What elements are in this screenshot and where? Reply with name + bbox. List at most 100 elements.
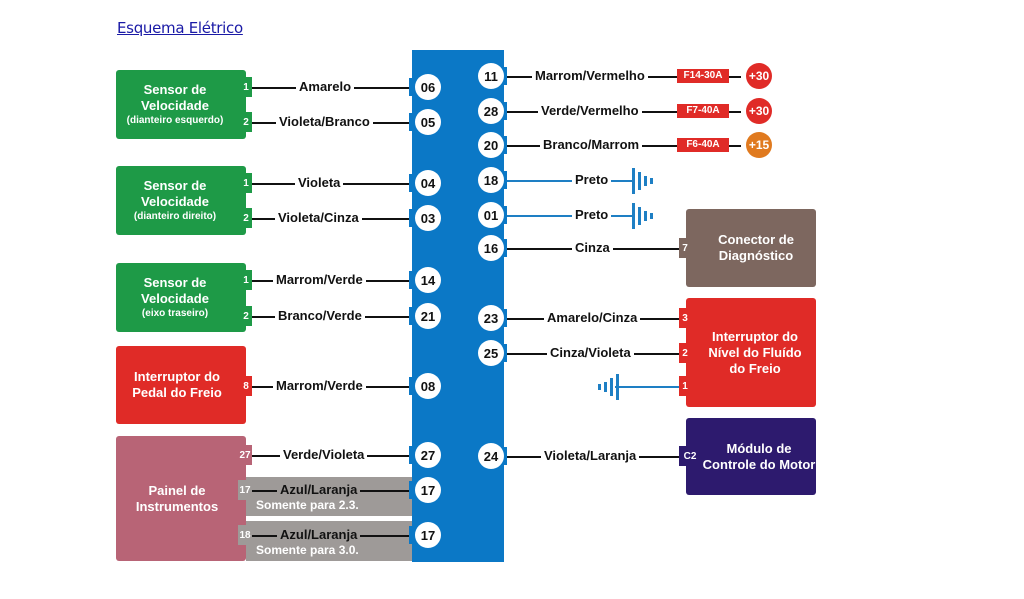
wire-label: Preto [572, 172, 612, 188]
pin-notch [409, 481, 415, 499]
pin-notch [409, 377, 415, 395]
pin-label: 3 [679, 308, 691, 328]
component-subtitle: (dianteiro esquerdo) [126, 114, 224, 126]
supply-terminal: +15 [746, 132, 772, 158]
speed-sensor-front-left: Sensor de Velocidade (dianteiro esquerdo… [116, 70, 246, 139]
speed-sensor-front-right: Sensor de Velocidade (dianteiro direito) [116, 166, 246, 235]
connector-pin: 28 [478, 98, 504, 124]
schematic-title-link[interactable]: Esquema Elétrico [117, 19, 243, 37]
wire-label: Verde/Violeta [280, 447, 368, 463]
wire-label: Marrom/Verde [273, 378, 366, 394]
connector-pin: 04 [415, 170, 441, 196]
wire-label: Marrom/Verde [273, 272, 366, 288]
ground-icon [632, 203, 653, 229]
pin-notch [409, 209, 415, 227]
wire [729, 145, 741, 147]
pin-label: 18 [238, 525, 252, 545]
wire-label: Cinza [572, 240, 613, 256]
wire-label: Violeta/Cinza [275, 210, 362, 226]
component-subtitle: (dianteiro direito) [133, 210, 217, 222]
pin-notch [501, 239, 507, 257]
pin-notch [501, 206, 507, 224]
connector-pin: 03 [415, 205, 441, 231]
instrument-panel: Painel de Instrumentos [116, 436, 246, 561]
supply-terminal: +30 [746, 98, 772, 124]
wire-note: Somente para 2.3. [256, 498, 359, 512]
component-name: Sensor de Velocidade [141, 81, 209, 113]
connector-pin: 25 [478, 340, 504, 366]
connector-pin: 20 [478, 132, 504, 158]
pin-label: 27 [238, 445, 252, 465]
component-name: Interruptor do Pedal do Freio [132, 369, 222, 400]
connector-pin: 24 [478, 443, 504, 469]
fuse-label: F7-40A [677, 104, 729, 118]
wire-label: Branco/Marrom [540, 137, 643, 153]
pin-label: 17 [238, 480, 252, 500]
pin-notch [501, 344, 507, 362]
wire [507, 215, 633, 217]
pin-label: 1 [240, 270, 252, 290]
component-subtitle: (eixo traseiro) [141, 307, 209, 319]
pin-label: 2 [240, 306, 252, 326]
wire-label: Verde/Vermelho [538, 103, 642, 119]
connector-pin: 27 [415, 442, 441, 468]
wire-label: Marrom/Vermelho [532, 68, 648, 84]
ground-icon [598, 374, 619, 400]
wire [729, 76, 741, 78]
fuse-label: F14-30A [677, 69, 729, 83]
component-name: Sensor de Velocidade [141, 177, 209, 209]
pin-notch [501, 309, 507, 327]
pin-label: 1 [240, 173, 252, 193]
diagnostic-connector: Conector de Diagnóstico [686, 209, 816, 287]
brake-pedal-switch: Interruptor do Pedal do Freio [116, 346, 246, 424]
pin-notch [409, 526, 415, 544]
pin-label: C2 [679, 446, 701, 466]
component-name: Conector de Diagnóstico [718, 232, 794, 263]
wire [729, 111, 741, 113]
wire-label: Violeta/Laranja [541, 448, 640, 464]
wire-note: Somente para 3.0. [256, 543, 359, 557]
component-name: Interruptor do Nível do Fluído do Freio [708, 328, 802, 376]
wire-label: Azul/Laranja [277, 527, 361, 543]
pin-notch [409, 113, 415, 131]
connector-pin: 18 [478, 167, 504, 193]
wire-label: Azul/Laranja [277, 482, 361, 498]
brake-fluid-level-switch: Interruptor do Nível do Fluído do Freio [686, 298, 816, 407]
wire-label: Branco/Verde [275, 308, 365, 324]
wire-label: Violeta/Branco [276, 114, 373, 130]
pin-label: 8 [240, 376, 252, 396]
pin-notch [409, 174, 415, 192]
pin-notch [501, 171, 507, 189]
pin-notch [501, 67, 507, 85]
speed-sensor-rear-axle: Sensor de Velocidade (eixo traseiro) [116, 263, 246, 332]
pin-notch [501, 136, 507, 154]
pin-label: 2 [679, 343, 691, 363]
pin-label: 1 [679, 376, 691, 396]
pin-notch [409, 78, 415, 96]
supply-terminal: +30 [746, 63, 772, 89]
wire [507, 180, 633, 182]
wire-label: Violeta [295, 175, 344, 191]
connector-pin: 14 [415, 267, 441, 293]
ground-icon [632, 168, 653, 194]
pin-label: 2 [240, 208, 252, 228]
engine-control-module: Módulo de Controle do Motor [686, 418, 816, 495]
component-name: Módulo de Controle do Motor [702, 440, 816, 472]
connector-pin: 17 [415, 477, 441, 503]
connector-pin: 23 [478, 305, 504, 331]
connector-pin: 17 [415, 522, 441, 548]
pin-label: 2 [240, 112, 252, 132]
wire-label: Cinza/Violeta [547, 345, 634, 361]
connector-pin: 05 [415, 109, 441, 135]
connector-pin: 21 [415, 303, 441, 329]
connector-pin: 06 [415, 74, 441, 100]
connector-pin: 11 [478, 63, 504, 89]
pin-notch [501, 447, 507, 465]
wire-label: Amarelo/Cinza [544, 310, 641, 326]
wire [615, 386, 681, 388]
connector-pin: 16 [478, 235, 504, 261]
wire-label: Amarelo [296, 79, 355, 95]
pin-label: 7 [679, 238, 691, 258]
component-name: Painel de Instrumentos [135, 482, 219, 514]
fuse-label: F6-40A [677, 138, 729, 152]
